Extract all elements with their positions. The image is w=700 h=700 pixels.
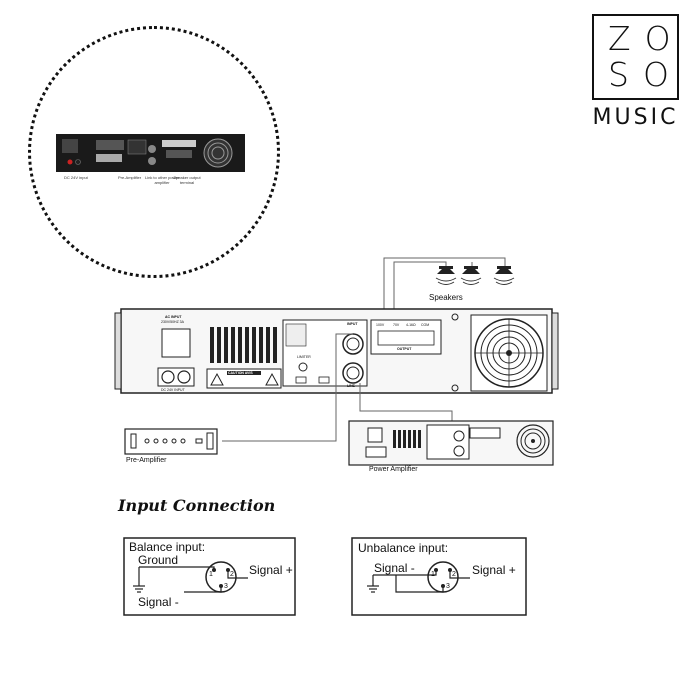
inset-speaker-label: Speaker output terminal [173, 175, 201, 185]
speaker-2 [460, 266, 482, 285]
inset-link-label: Link to other power amplifier [144, 175, 180, 185]
unbalance-title: Unbalance input: [358, 541, 449, 555]
pre-amplifier-device [124, 428, 218, 455]
speaker-1 [435, 266, 457, 285]
unbalance-input-diagram [351, 537, 527, 616]
inset-amplifier-rear [56, 134, 245, 172]
logo-music-text: MUSIC [592, 105, 679, 130]
balance-signal-minus-label: Signal - [138, 595, 179, 609]
line-label: LINE [347, 384, 355, 388]
unbalance-signal-plus-label: Signal + [472, 563, 516, 577]
unbalance-pin-1: 1 [431, 571, 435, 578]
balance-pin-2: 2 [230, 571, 234, 578]
unbalance-signal-minus-label: Signal - [374, 561, 415, 575]
balance-title: Balance input: [129, 540, 206, 554]
dc-input-label: DC 24V INPUT [161, 388, 185, 392]
balance-ground-label: Ground [138, 553, 179, 567]
inset-circle [28, 26, 280, 278]
unbalance-pin-2: 2 [452, 571, 456, 578]
logo-line-2: SO [608, 55, 683, 94]
limiter-label: LIMITER [297, 355, 311, 359]
logo-line-1: ZO [608, 19, 685, 58]
pre-amplifier-label: Pre-Amplifier [126, 457, 167, 464]
speakers-label: Speakers [429, 293, 463, 302]
power-amplifier-device [348, 420, 554, 466]
speaker-wires [383, 257, 506, 320]
tap-100v: 100V [376, 323, 385, 327]
speakers-group [435, 266, 515, 285]
tap-com: COM [421, 323, 430, 327]
unbalance-pin-3: 3 [446, 583, 450, 590]
inset-pre-amplifier-label: Pre-Amplifier [118, 175, 142, 180]
balance-pin-1: 1 [209, 571, 213, 578]
inset-dc-input-label: DC 24V input [64, 175, 88, 180]
balance-signal-plus-label: Signal + [249, 563, 293, 577]
input-label: INPUT [347, 322, 358, 326]
zoso-music-logo: ZO SO MUSIC [592, 14, 679, 130]
caution-label: CAUTION AVIS [228, 371, 253, 375]
speaker-3 [493, 266, 515, 285]
tap-70v: 70V [393, 323, 400, 327]
ac-spec-label: 230V/50HZ 3A [161, 320, 184, 324]
input-connection-title: Input Connection [118, 496, 276, 515]
logo-frame: ZO SO [592, 14, 679, 100]
balance-pin-3: 3 [224, 583, 228, 590]
signal-wires [222, 333, 453, 442]
ac-input-label: AC INPUT [165, 315, 182, 319]
tap-4-16: 4-16Ω [406, 323, 416, 327]
power-amplifier-label: Power Amplifier [369, 466, 418, 473]
output-label: OUTPUT [397, 347, 412, 351]
balance-input-diagram [123, 537, 296, 616]
